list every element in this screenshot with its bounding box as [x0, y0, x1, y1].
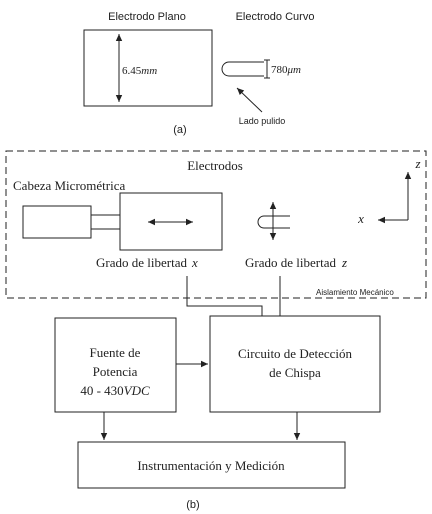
voltage-unit: VDC	[124, 383, 150, 398]
polished-side-label: Lado pulido	[239, 116, 286, 126]
dof-x-text: Grado de libertad	[96, 255, 187, 270]
axis-x-label: x	[357, 211, 364, 226]
curved-dimension-value: 780	[271, 64, 288, 76]
curved-electrode-symbol	[257, 215, 290, 229]
panel-a: Electrodo Plano Electrodo Curvo 6.45mm 7…	[83, 11, 315, 136]
wire-flat-to-detection	[186, 276, 263, 316]
panel-b: Aislamiento Mecánico Electrodos Cabeza M…	[5, 150, 427, 511]
curved-dimension-unit: μm	[287, 64, 302, 76]
dof-z-var: z	[341, 255, 347, 270]
instrumentation-box	[77, 441, 346, 489]
power-supply-label-2: Potencia	[93, 364, 138, 379]
dof-x-var: x	[191, 255, 198, 270]
mechanical-isolation-boundary	[5, 150, 427, 299]
micrometric-head-label: Cabeza Micrométrica	[13, 178, 125, 193]
power-supply-label-3: 40 - 430VDC	[80, 383, 150, 398]
flat-dimension-unit: mm	[141, 65, 157, 77]
dof-x-label: Grado de libertad x	[96, 255, 198, 270]
spark-detection-label-1: Circuito de Detección	[238, 346, 353, 361]
instrumentation-label: Instrumentación y Medición	[137, 458, 285, 473]
panel-b-caption: (b)	[186, 499, 199, 511]
flat-dimension-value: 6.45	[122, 65, 142, 77]
mechanical-isolation-label: Aislamiento Mecánico	[316, 288, 394, 297]
power-supply-box	[54, 317, 177, 413]
curved-electrode-label: Electrodo Curvo	[236, 11, 315, 23]
flat-electrode-label: Electrodo Plano	[108, 11, 186, 23]
spark-detection-label-2: de Chispa	[269, 365, 321, 380]
flat-dimension-label: 6.45mm	[122, 65, 157, 77]
polished-side-pointer	[236, 87, 263, 113]
power-supply-label-1: Fuente de	[90, 345, 141, 360]
dof-z-label: Grado de libertad z	[245, 255, 347, 270]
axis-z-label: z	[414, 156, 420, 171]
curved-electrode-shape	[221, 61, 264, 77]
electrodes-label: Electrodos	[187, 158, 243, 173]
voltage-range: 40 - 430	[80, 383, 123, 398]
curved-dimension-label: 780μm	[271, 64, 301, 76]
spark-detection-box	[209, 315, 381, 413]
micrometric-head-box	[22, 205, 92, 239]
panel-a-caption: (a)	[173, 124, 186, 136]
dof-z-text: Grado de libertad	[245, 255, 336, 270]
flat-electrode-rect	[83, 29, 213, 107]
